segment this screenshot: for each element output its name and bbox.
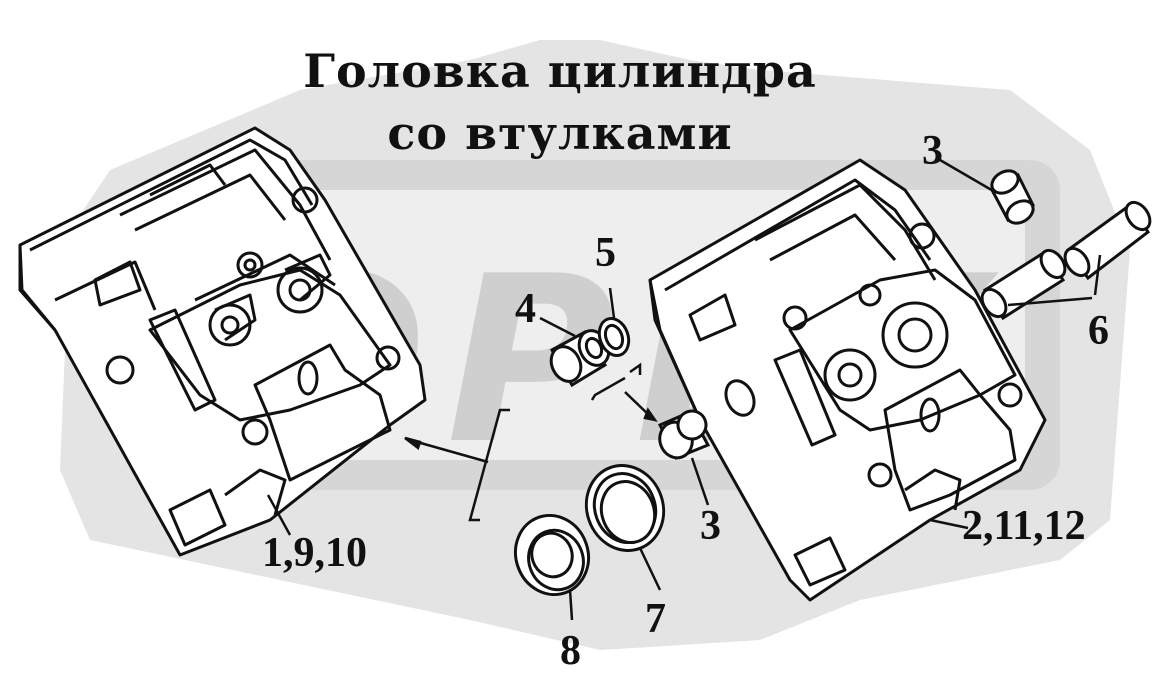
leader-lines	[266, 158, 1102, 621]
callout-8: 8	[560, 628, 581, 674]
seat-insert-small	[724, 379, 756, 417]
callout-2-11-12: 2,11,12	[962, 503, 1086, 549]
callout-4: 4	[515, 286, 536, 332]
callout-7: 7	[645, 596, 666, 642]
washer-part-5	[597, 317, 631, 357]
callout-1-9-10: 1,9,10	[262, 530, 367, 576]
diagram-title-line-1: Головка цилиндра	[303, 44, 817, 98]
cylinder-head-left	[18, 126, 427, 557]
valve-guides-part-6	[980, 200, 1152, 321]
cylinder-head-right	[648, 158, 1047, 602]
diagram-title-line-2: со втулками	[387, 106, 733, 160]
plug-part-3-bottom	[657, 409, 711, 460]
callout-3-bottom: 3	[700, 503, 721, 549]
callout-5: 5	[595, 230, 616, 276]
seat-ring-part-8	[514, 513, 590, 597]
plug-part-3-top	[989, 169, 1035, 225]
callout-3-top: 3	[922, 128, 943, 174]
callout-6: 6	[1088, 308, 1109, 354]
